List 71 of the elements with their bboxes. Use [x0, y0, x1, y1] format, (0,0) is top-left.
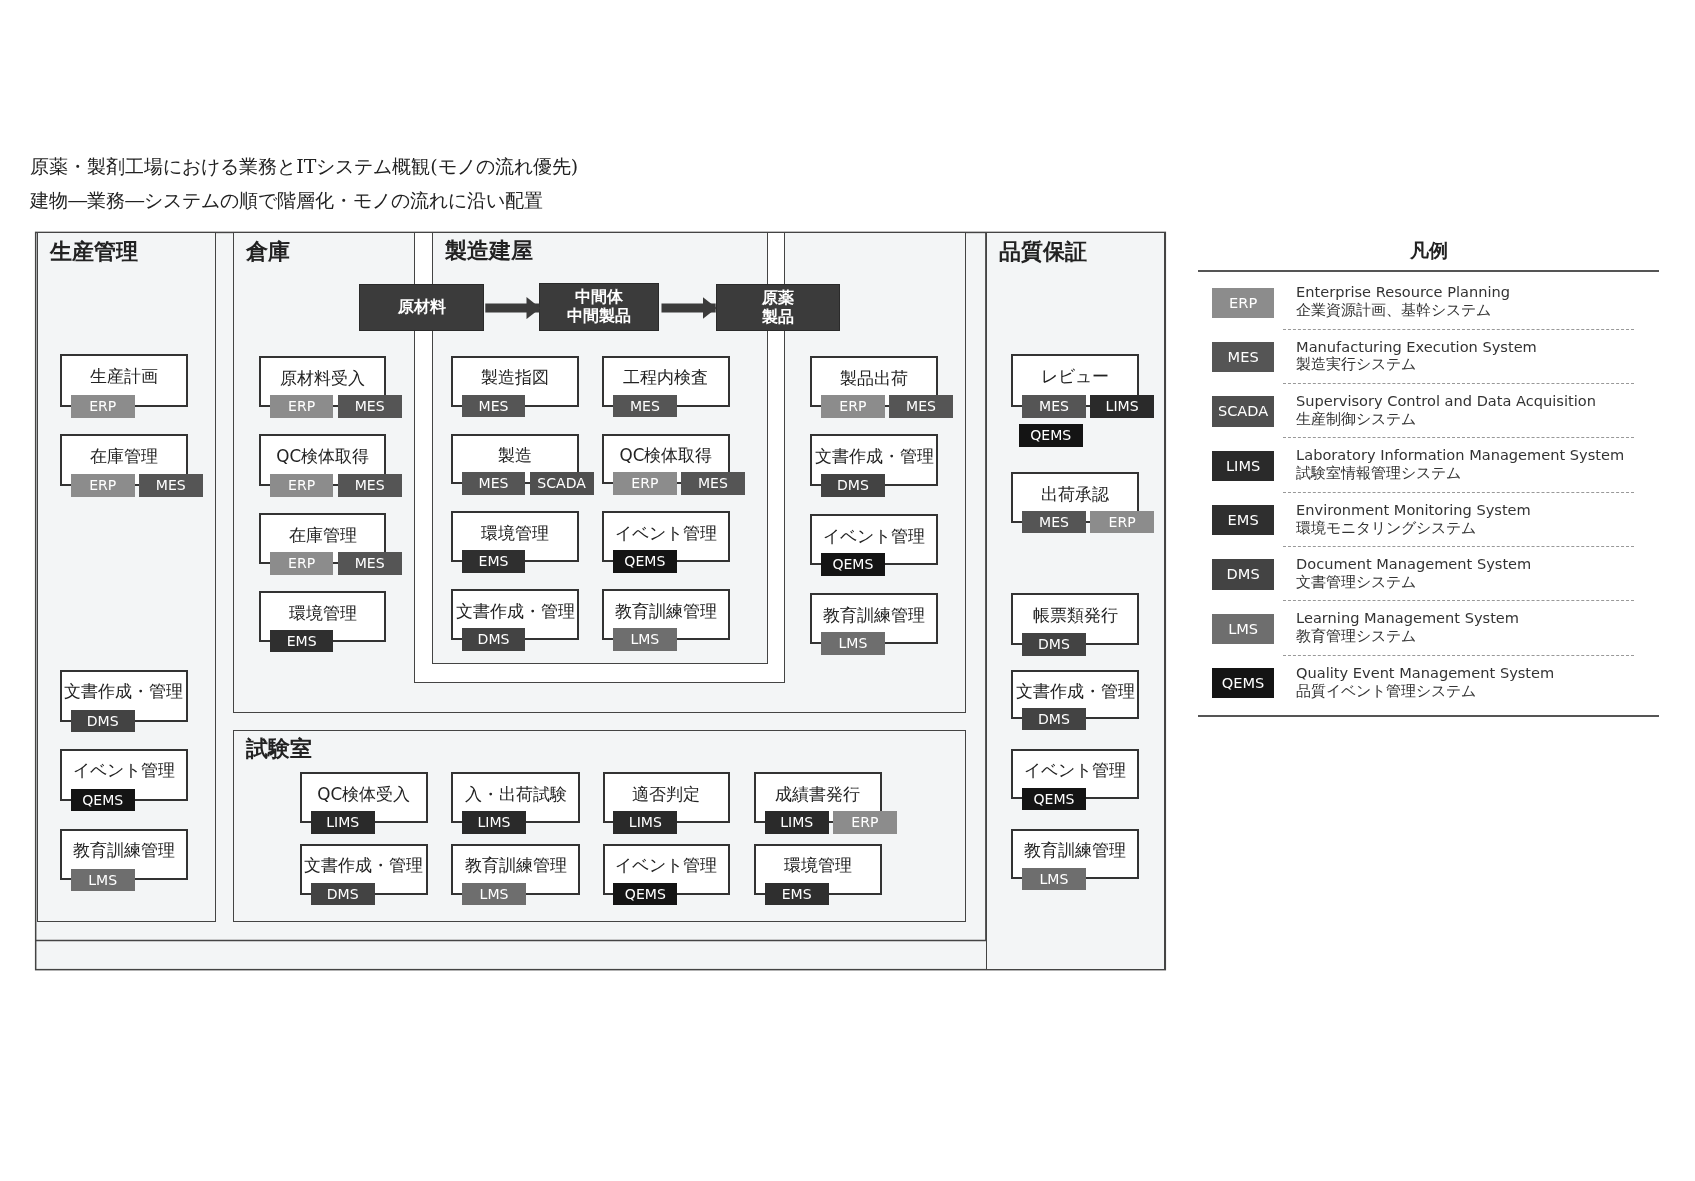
flow-arrow	[485, 297, 541, 320]
system-tag: LIMS	[462, 811, 526, 834]
legend-text: Laboratory Information Management System 試験室情報管理システム	[1296, 446, 1625, 482]
system-tag: MES	[337, 474, 402, 497]
system-tag: MES	[138, 474, 203, 497]
diagram-title: 原薬・製剤工場における業務とITシステム概観(モノの流れ優先)	[30, 153, 579, 179]
system-tag: MES	[337, 395, 402, 418]
system-tag: LIMS	[310, 811, 375, 834]
system-tag: ERP	[612, 472, 677, 496]
system-tag: ERP	[70, 474, 135, 497]
system-tag: MES	[1022, 510, 1086, 534]
system-tag: MES	[889, 395, 953, 418]
system-tag: LIMS	[1090, 395, 1154, 418]
legend-swatch: LIMS	[1211, 450, 1275, 481]
area-title: 製造建屋	[444, 237, 533, 266]
system-tag: DMS	[821, 474, 885, 497]
area-panel	[36, 232, 217, 923]
legend-swatch: LMS	[1211, 613, 1275, 645]
system-tag: QEMS	[1018, 424, 1083, 447]
system-tag: MES	[1022, 395, 1086, 418]
system-tag: SCADA	[529, 472, 594, 496]
system-tag: LMS	[462, 882, 526, 906]
legend-swatch: SCADA	[1211, 396, 1275, 427]
area-panel	[233, 729, 967, 923]
system-tag: ERP	[269, 474, 334, 497]
system-tag: MES	[681, 472, 745, 496]
area-panel	[233, 232, 967, 714]
flow-arrow	[661, 297, 717, 320]
legend-swatch: DMS	[1211, 559, 1275, 590]
system-tag: LMS	[70, 868, 135, 892]
legend-swatch: QEMS	[1211, 668, 1275, 699]
legend-text: Supervisory Control and Data Acquisition 生産制御システム	[1296, 391, 1596, 428]
legend-swatch: ERP	[1211, 287, 1275, 318]
legend-swatch: MES	[1211, 341, 1275, 373]
area-panel	[985, 232, 1166, 970]
material-box: 中間体 中間製品	[539, 283, 660, 331]
system-tag: MES	[461, 472, 526, 496]
area-title: 倉庫	[246, 237, 291, 266]
legend-text: Quality Event Management System 品質イベント管理システム	[1296, 663, 1555, 700]
legend-swatch: EMS	[1211, 505, 1275, 536]
area-title: 生産管理	[49, 237, 138, 266]
legend-text: Manufacturing Execution System 製造実行システム	[1296, 337, 1537, 374]
system-tag: LIMS	[613, 811, 678, 834]
system-tag: ERP	[70, 395, 135, 418]
system-tag: LMS	[612, 628, 677, 651]
system-tag: LMS	[821, 631, 885, 655]
area-title: 試験室	[246, 734, 313, 763]
system-tag: LMS	[1022, 867, 1086, 891]
legend-text: Document Management System 文書管理システム	[1296, 555, 1532, 591]
system-tag: MES	[337, 551, 402, 575]
material-box: 原薬 製品	[716, 283, 841, 332]
system-tag: DMS	[1022, 707, 1086, 731]
system-tag: ERP	[1090, 510, 1154, 534]
legend-text: Learning Management System 教育管理システム	[1296, 609, 1520, 646]
system-tag: QEMS	[612, 550, 677, 573]
legend-title: 凡例	[1408, 237, 1449, 264]
system-tag: QEMS	[1022, 787, 1086, 811]
system-tag: QEMS	[821, 552, 885, 576]
legend-text: Environment Monitoring System 環境モニタリングシステム	[1296, 500, 1531, 537]
system-tag: DMS	[461, 628, 526, 651]
material-box: 原材料	[359, 283, 484, 332]
area-title: 品質保証	[998, 237, 1087, 266]
system-tag: EMS	[461, 550, 526, 573]
legend-text: Enterprise Resource Planning 企業資源計画、基幹システム	[1296, 283, 1510, 319]
system-tag: ERP	[821, 395, 885, 418]
system-tag: ERP	[832, 811, 897, 834]
system-tag: LIMS	[764, 811, 829, 834]
subtitle: 建物―業務―システムの順で階層化・モノの流れに沿い配置	[30, 188, 544, 214]
system-tag: DMS	[1022, 632, 1086, 656]
system-tag: QEMS	[613, 882, 678, 906]
system-tag: ERP	[269, 395, 334, 418]
